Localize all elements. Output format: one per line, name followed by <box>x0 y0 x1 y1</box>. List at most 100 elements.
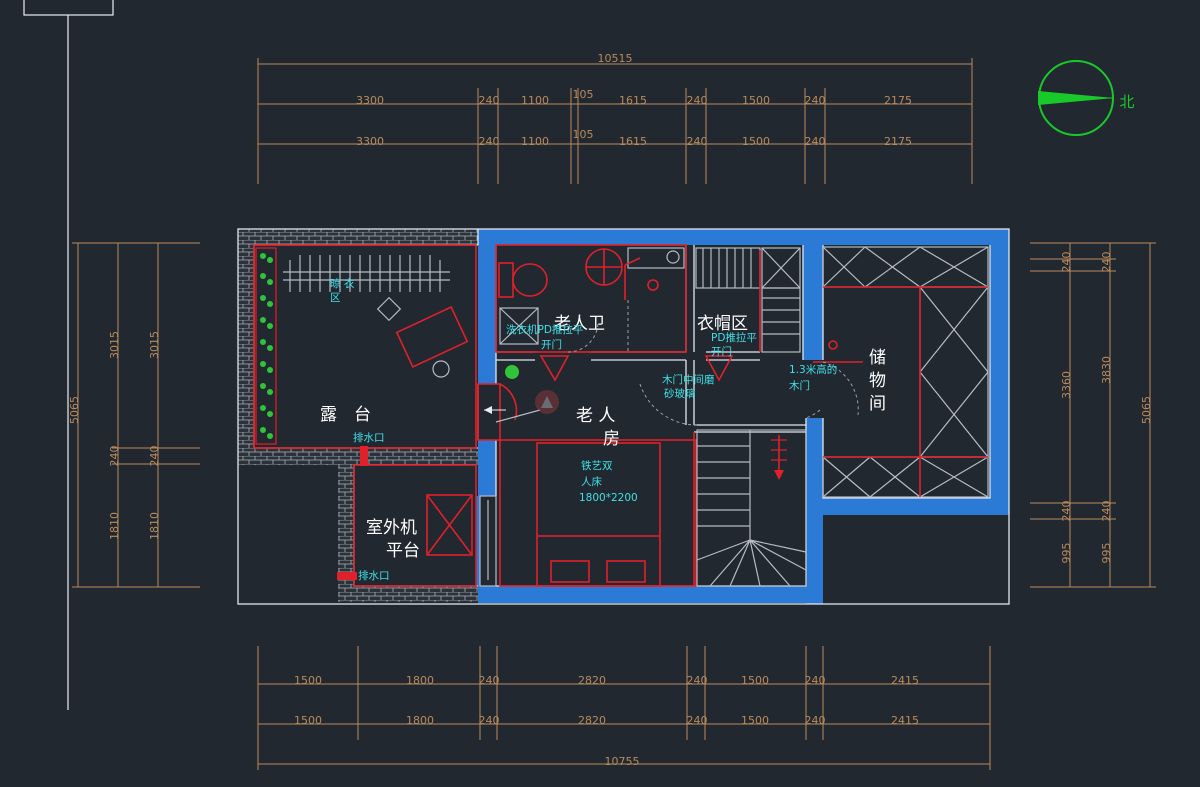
bottom-dim: 2415 <box>891 674 919 687</box>
right-dim: 3830 <box>1100 356 1113 384</box>
left-dim: 1810 <box>108 512 121 540</box>
bottom-dim: 240 <box>479 714 500 727</box>
elder-bathroom <box>495 244 687 382</box>
top-dim: 3300 <box>356 135 384 148</box>
pd-door-note-2: 开门 <box>711 345 732 358</box>
terrace-label: 露 台 <box>320 405 371 425</box>
left-dim: 240 <box>148 446 161 467</box>
drying-area-line: 晾 衣 <box>330 277 355 290</box>
lounge-chair-icon <box>376 296 469 378</box>
bottom-dim: 240 <box>805 674 826 687</box>
potted-plant-icon <box>505 365 519 379</box>
wood-door-note-3: 1.3米高的 <box>789 363 837 376</box>
right-total-dim: 5065 <box>1140 396 1153 424</box>
legend-frame <box>23 0 114 16</box>
left-total-dim: 5065 <box>68 396 81 424</box>
drain-icon <box>360 446 368 466</box>
bed-note-2: 人床 <box>581 475 602 488</box>
staircase <box>696 429 807 587</box>
top-dim: 1500 <box>742 94 770 107</box>
bottom-dim: 1800 <box>406 714 434 727</box>
bottom-dim: 2820 <box>578 674 606 687</box>
top-dim: 240 <box>687 94 708 107</box>
sink-icon <box>585 248 623 286</box>
drying-area-note: 晾 衣区 <box>330 277 355 304</box>
ac-platform <box>337 464 477 587</box>
top-dim: 240 <box>479 135 500 148</box>
top-dim: 2175 <box>884 94 912 107</box>
cloakroom <box>695 247 801 382</box>
right-dim: 240 <box>1060 252 1073 273</box>
shower-icon <box>624 247 685 300</box>
left-dimensions: 5065 3015 240 1810 3015 240 1810 <box>68 242 200 588</box>
annotations: 晾 衣区 排水口 排水口 洗衣机PD推拉平 开门 PD推拉平 开门 木门中间磨 … <box>330 277 837 582</box>
storage-label-line: 储 <box>869 348 886 368</box>
bottom-dimensions: 1500 1800 240 2820 240 1500 240 2415 150… <box>257 646 991 770</box>
drying-area-line-1: 区 <box>330 292 341 304</box>
cloakroom-label: 衣帽区 <box>697 314 748 334</box>
top-total-dim: 10515 <box>598 52 633 65</box>
right-dim: 240 <box>1100 501 1113 522</box>
washer-door-note: 开门 <box>541 338 562 351</box>
bottom-dim: 1500 <box>294 674 322 687</box>
top-dim: 240 <box>479 94 500 107</box>
wood-door-note: 木门中间磨 <box>662 373 715 386</box>
north-compass: 北 <box>1038 60 1135 136</box>
drain-icon <box>337 572 357 580</box>
top-dim: 3300 <box>356 94 384 107</box>
top-dim: 105 <box>573 88 594 101</box>
bottom-dim: 1500 <box>741 674 769 687</box>
bottom-dim: 240 <box>687 674 708 687</box>
watermark-logo <box>535 390 559 414</box>
top-dim: 2175 <box>884 135 912 148</box>
ac-platform-label: 室外机 <box>366 518 417 538</box>
storage-room <box>813 246 989 498</box>
elder-room-label: 老 人 <box>576 406 615 426</box>
right-dim: 995 <box>1100 543 1113 564</box>
elder-room <box>477 365 821 587</box>
storage-label-line-2: 间 <box>869 394 886 414</box>
bottom-dim: 1800 <box>406 674 434 687</box>
bottom-dim: 1500 <box>294 714 322 727</box>
planter-icon <box>255 247 277 445</box>
bottom-dim: 240 <box>805 714 826 727</box>
washer-note: 洗衣机PD推拉平 <box>506 323 583 336</box>
bed-note: 铁艺双 <box>581 459 613 472</box>
bottom-total-dim: 10755 <box>605 755 640 768</box>
top-dim: 1500 <box>742 135 770 148</box>
pd-door-note: PD推拉平 <box>711 331 757 344</box>
top-dim: 1615 <box>619 94 647 107</box>
wood-door-note-4: 木门 <box>789 379 810 392</box>
drain-note-2: 排水口 <box>358 569 390 582</box>
bottom-dim: 240 <box>687 714 708 727</box>
top-dim: 240 <box>687 135 708 148</box>
room-labels: 露 台 老人卫 衣帽区 老 人 房 室外机 平台 <box>320 314 748 561</box>
left-dim: 3015 <box>148 331 161 359</box>
bottom-dim: 2820 <box>578 714 606 727</box>
right-dim: 240 <box>1100 252 1113 273</box>
top-dim: 1100 <box>521 94 549 107</box>
top-dim: 240 <box>805 135 826 148</box>
bottom-dim: 2415 <box>891 714 919 727</box>
right-dim: 3360 <box>1060 371 1073 399</box>
top-dim: 105 <box>573 128 594 141</box>
top-dimensions: 10515 3300 240 1100 105 1615 240 1500 24… <box>257 52 973 184</box>
bed-size-note: 1800*2200 <box>579 492 638 504</box>
bottom-dim: 1500 <box>741 714 769 727</box>
right-dim: 240 <box>1060 501 1073 522</box>
drain-note: 排水口 <box>353 431 385 444</box>
storage-label: 储 物间 <box>869 348 891 414</box>
top-dim: 1615 <box>619 135 647 148</box>
toilet-icon <box>498 262 548 298</box>
washer-icon <box>499 307 539 345</box>
elder-room-label-2: 房 <box>603 429 620 449</box>
left-dim: 1810 <box>148 512 161 540</box>
elder-bath-label: 老人卫 <box>554 314 605 334</box>
right-dimensions: 240 3360 240 995 240 3830 240 995 5065 <box>1030 242 1156 588</box>
right-dim: 995 <box>1060 543 1073 564</box>
wood-door-note-2: 砂玻璃 <box>664 387 696 400</box>
bottom-dim: 240 <box>479 674 500 687</box>
left-dim: 3015 <box>108 331 121 359</box>
left-dim: 240 <box>108 446 121 467</box>
